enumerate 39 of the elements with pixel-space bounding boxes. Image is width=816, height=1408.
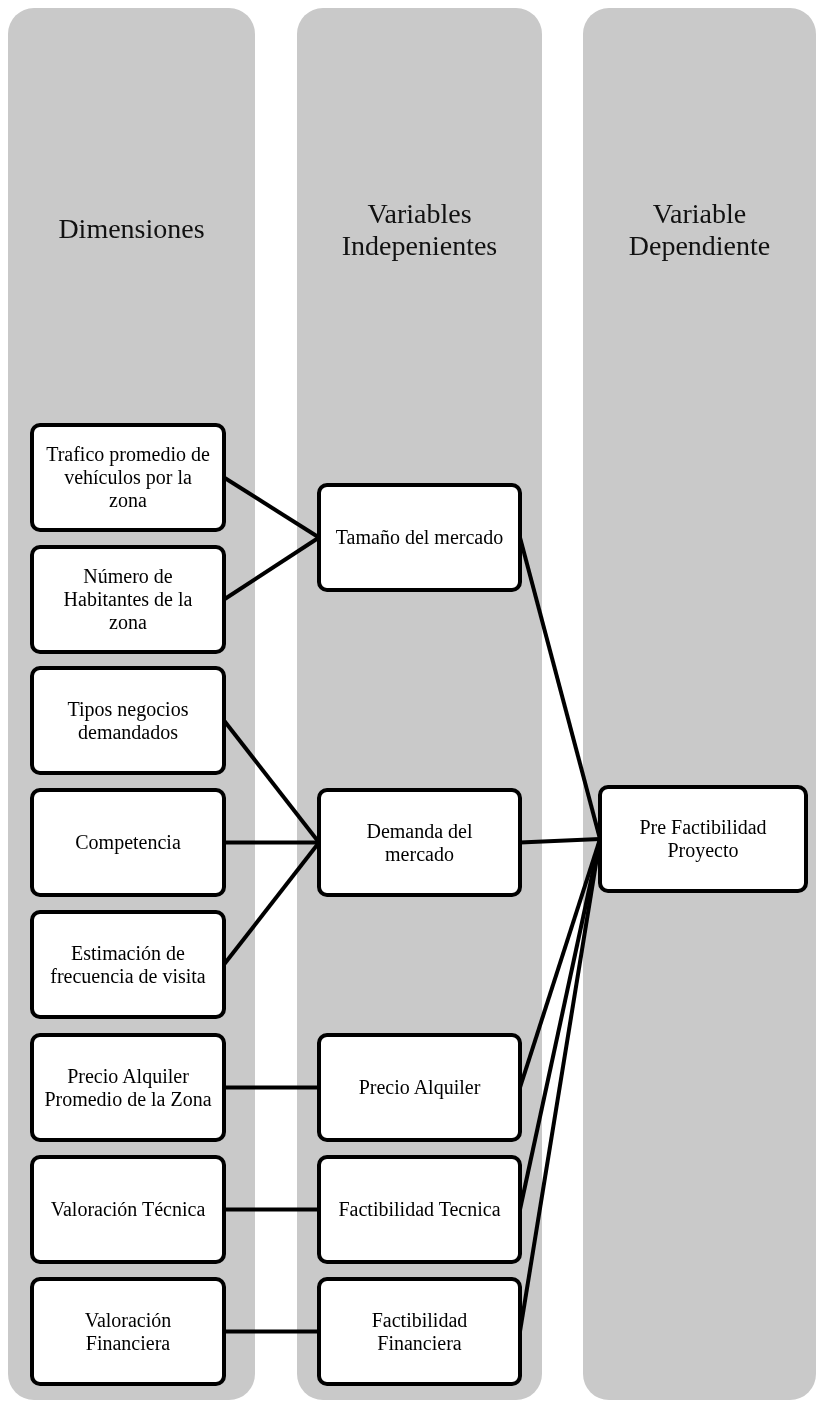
column-heading: Variable Dependiente [627, 198, 772, 262]
box-label: Valoración Técnica [49, 1198, 207, 1221]
connector-line [224, 1329, 319, 1334]
text-box [30, 1277, 226, 1386]
text-box [30, 545, 226, 654]
text-box [317, 1033, 522, 1142]
column-panel [297, 8, 542, 1400]
text-box [30, 1155, 226, 1264]
box-label: Factibilidad Financiera [370, 1308, 469, 1355]
box-label: Precio Alquiler Promedio de la Zona [43, 1064, 213, 1111]
column-panel [583, 8, 816, 1400]
connector-line [224, 1207, 319, 1212]
text-box [30, 666, 226, 775]
column-panel [8, 8, 255, 1400]
text-box [317, 483, 522, 592]
box-label: Competencia [74, 831, 182, 854]
text-box [30, 910, 226, 1019]
connector-line [519, 837, 601, 845]
column-heading: Dimensiones [57, 213, 206, 245]
box-label: Tamaño del mercado [334, 526, 505, 549]
connector-line [224, 1085, 319, 1090]
text-box [317, 1277, 522, 1386]
box-label: Demanda del mercado [365, 819, 474, 866]
connector-line [224, 840, 319, 845]
text-box [30, 788, 226, 897]
text-box [30, 1033, 226, 1142]
box-label: Factibilidad Tecnica [337, 1198, 502, 1221]
box-label: Precio Alquiler [357, 1076, 482, 1099]
text-box [317, 1155, 522, 1264]
box-label: Número de Habitantes de la zona [62, 565, 194, 634]
box-label: Trafico promedio de vehículos por la zona [45, 443, 211, 512]
text-box [30, 423, 226, 532]
box-label: Pre Factibilidad Proyecto [638, 816, 768, 862]
box-label: Estimación de frecuencia de visita [49, 941, 207, 988]
box-label: Valoración Financiera [83, 1308, 173, 1355]
column-heading: Variables Indepenientes [340, 198, 499, 262]
box-label: Tipos negocios demandados [66, 697, 190, 744]
text-box [598, 785, 808, 893]
text-box [317, 788, 522, 897]
